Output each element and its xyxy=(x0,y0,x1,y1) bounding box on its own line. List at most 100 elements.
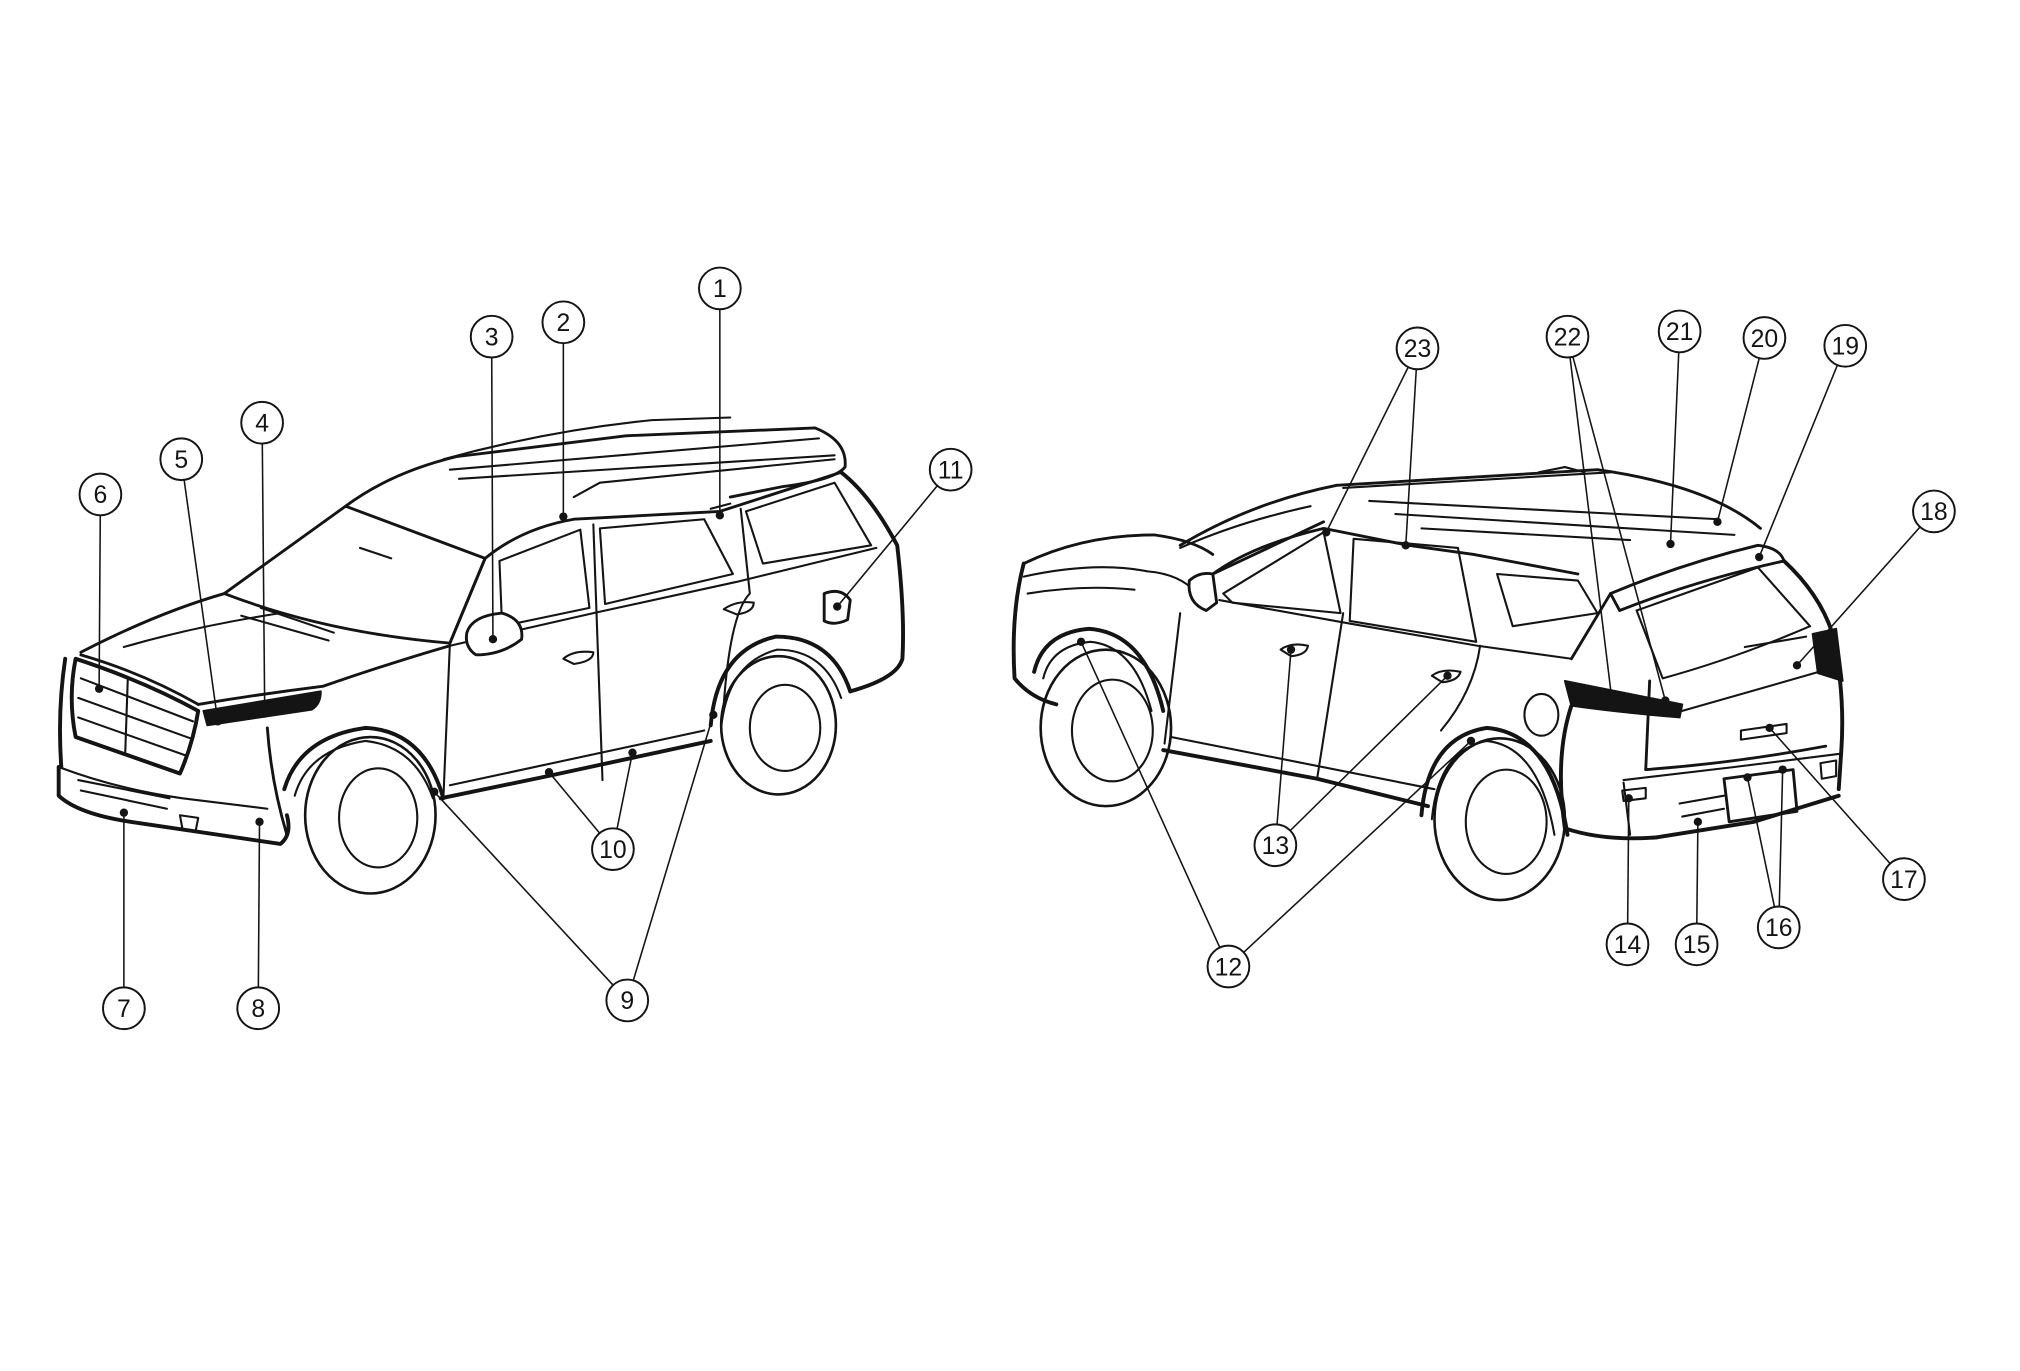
callout-label: 5 xyxy=(174,447,188,474)
headlight xyxy=(202,690,322,727)
rear-step-trim xyxy=(1678,794,1726,805)
front-wheel-tire xyxy=(303,735,437,895)
leader-dot xyxy=(1693,817,1703,826)
leader-dot xyxy=(1743,773,1752,782)
leader-line xyxy=(1716,337,1766,523)
front-lower-intake xyxy=(79,789,168,810)
leader-line xyxy=(1274,675,1449,846)
roof-rack-rail xyxy=(572,458,836,499)
rear-side-reflector xyxy=(1819,759,1838,780)
callout-label: 11 xyxy=(938,457,964,484)
leader-dot xyxy=(715,511,725,520)
roof-outline xyxy=(1178,468,1762,547)
fuel-filler-door xyxy=(1523,692,1560,737)
tailgate-left-edge xyxy=(1644,679,1652,772)
callout-label: 18 xyxy=(1920,499,1948,526)
roof-rack-rail xyxy=(1368,499,1720,521)
callout-15: 15 xyxy=(1674,817,1719,967)
rear-bumper-lower xyxy=(1654,793,1841,840)
callout-circle xyxy=(1882,857,1926,901)
leader-line xyxy=(1758,345,1846,558)
callout-13: 13 xyxy=(1253,645,1452,868)
leader-dot xyxy=(833,602,842,611)
rear-door-handle xyxy=(1430,669,1462,684)
callouts: 1 2 3 4 5 xyxy=(78,266,1956,1031)
leader-dot xyxy=(1401,541,1410,550)
front-wheel-rim xyxy=(1070,678,1154,783)
callout-8: 8 xyxy=(236,817,281,1031)
rocker-panel xyxy=(438,738,713,801)
callout-circle xyxy=(591,827,635,872)
license-plate-recess xyxy=(1722,768,1799,824)
rear-door-rear-gap xyxy=(1439,644,1482,732)
callout-7: 7 xyxy=(102,808,146,1031)
side-mirror xyxy=(464,611,524,657)
leader-line xyxy=(98,494,102,689)
front-door-window xyxy=(1222,531,1342,615)
front-door-rear-gap xyxy=(592,523,604,782)
leader-line xyxy=(1769,727,1905,880)
roof-rack-rail xyxy=(1394,512,1736,536)
callout-6: 6 xyxy=(78,472,123,693)
front-wheel-rim xyxy=(338,767,419,869)
front-bumper-upper xyxy=(57,765,269,810)
rear-wheel-arch-trim xyxy=(720,648,843,729)
front-wheel-arch-trim xyxy=(293,739,434,800)
grille-bar xyxy=(77,716,187,757)
a-pillar xyxy=(448,556,487,645)
front-lower-intake xyxy=(77,779,171,800)
roof-rack-rail xyxy=(1420,527,1632,542)
callout-circle xyxy=(1395,326,1440,371)
window-top-molding xyxy=(1211,526,1580,576)
c-pillar xyxy=(1569,592,1612,661)
leader-dot xyxy=(709,710,718,720)
callout-label: 22 xyxy=(1554,324,1582,351)
rear-wheel-arch-trim xyxy=(1430,739,1556,836)
callout-2: 2 xyxy=(541,300,586,521)
callout-circle xyxy=(698,266,742,311)
beltline xyxy=(1218,599,1573,660)
callout-label: 4 xyxy=(255,411,269,438)
front-door-window xyxy=(498,528,591,628)
leader-line xyxy=(1274,649,1292,846)
leader-dot xyxy=(1792,661,1802,670)
callout-label: 13 xyxy=(1262,833,1290,860)
callout-4: 4 xyxy=(240,400,284,718)
callout-21: 21 xyxy=(1657,309,1702,549)
rear-wheel-rim xyxy=(748,683,822,772)
leader-dot xyxy=(1624,794,1633,803)
callout-19: 19 xyxy=(1755,323,1868,562)
side-cladding xyxy=(448,729,706,787)
front-wheel-arch xyxy=(1032,626,1166,713)
leader-line xyxy=(1777,769,1784,928)
quarter-window xyxy=(1496,572,1599,628)
leader-dot xyxy=(488,635,498,644)
callout-label: 16 xyxy=(1765,915,1793,942)
front-bumper-lower xyxy=(56,765,291,846)
fuel-filler-door xyxy=(822,589,852,625)
leader-dot xyxy=(1755,552,1764,562)
leader-dot xyxy=(1713,517,1722,527)
rear-right-body-outline xyxy=(1782,559,1845,792)
callout-circle xyxy=(928,447,973,492)
callout-circle xyxy=(1756,905,1801,950)
callout-22: 22 xyxy=(1545,314,1670,705)
headlight-edge xyxy=(1026,586,1136,595)
callout-circle xyxy=(236,986,281,1031)
callout-label: 10 xyxy=(599,837,627,864)
callout-circle xyxy=(1657,309,1702,354)
a-pillar xyxy=(1211,520,1326,576)
front-face-edge xyxy=(1011,561,1059,707)
rear-door-window xyxy=(1348,537,1478,643)
front-door-rear-gap xyxy=(1316,612,1345,780)
rear-bumper-top xyxy=(1622,752,1840,782)
callout-circle xyxy=(1823,323,1868,368)
callout-circle xyxy=(1674,922,1719,967)
leader-line xyxy=(1325,348,1419,533)
roof-rack-rail xyxy=(457,454,836,480)
callout-3: 3 xyxy=(469,314,514,644)
callout-circle xyxy=(78,472,123,517)
callout-circle xyxy=(240,400,284,445)
callout-17: 17 xyxy=(1765,723,1926,901)
